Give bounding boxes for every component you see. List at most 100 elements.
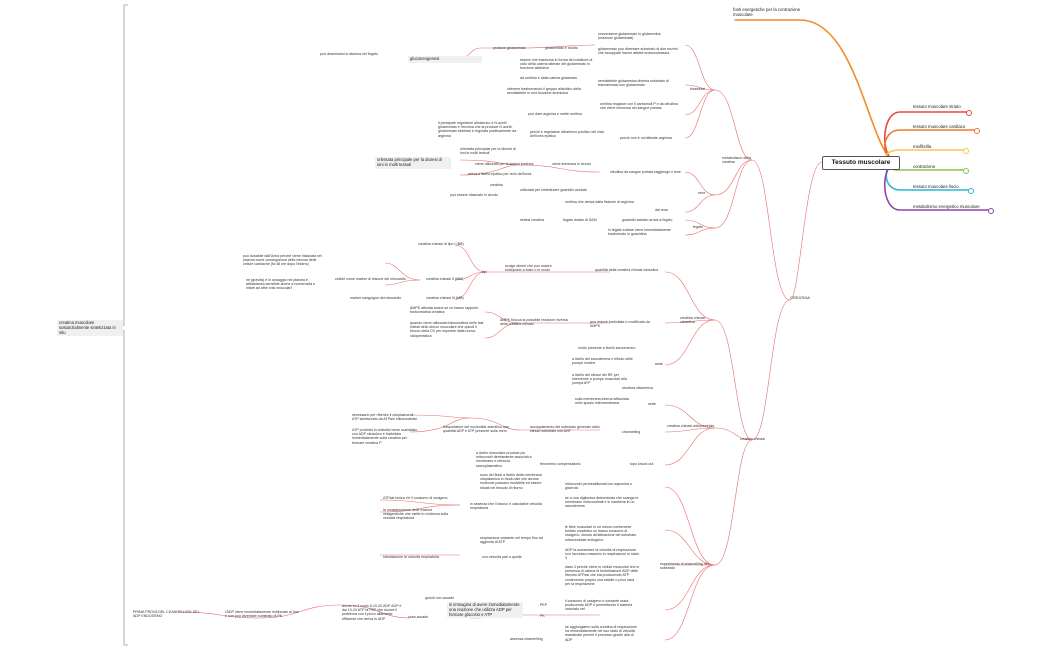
node-circolo[interactable]: viene immessa in circolo: [552, 162, 592, 166]
node-ck-mb[interactable]: creatina chinasi III (MB): [426, 296, 464, 300]
node-topo-knockout[interactable]: topo knock out: [630, 462, 654, 466]
branch-tessuto-striato[interactable]: tessuto muscolare striato: [913, 104, 961, 109]
node-channelling[interactable]: channelling: [622, 430, 641, 434]
node-rilasciato[interactable]: può essere rilasciato in circolo: [450, 193, 499, 197]
node-guanidin[interactable]: utilizzata per sintetizzare guanidin ace…: [520, 188, 587, 192]
node-sarcolemma[interactable]: a livello del sarcolemma e tributo delle…: [572, 357, 633, 366]
node-prima-prova[interactable]: PRIMA PROVA DEL CHANNELLING DEL ADP ENDO…: [133, 610, 200, 619]
node-ampk-attivata[interactable]: AMPK attivata anche se un basso rapporto…: [410, 306, 479, 315]
node-digitonina[interactable]: se a una digitonina determinata che scan…: [565, 496, 639, 509]
node-creatina[interactable]: creatina: [490, 183, 503, 187]
node-dosabile[interactable]: può dosabile dall'Urina perché viene ril…: [243, 254, 322, 267]
node-stato3[interactable]: stato 3 perché viene in cellule muscolar…: [565, 565, 640, 586]
node-esperimento[interactable]: esperimento di channelling del substrato: [660, 562, 709, 571]
node-regolatore-positivo[interactable]: perciò è regolatore allosterico positivo…: [530, 130, 605, 139]
node-assenza-channelling[interactable]: assenza channelling: [510, 637, 543, 641]
node-fosfocreatina[interactable]: quando viene utilizzata fosfocreatina ne…: [410, 321, 484, 338]
node-regolatore-allosterico[interactable]: il principale regolatore allosterico è N…: [438, 121, 517, 138]
branch-contrazione[interactable]: contrazione: [913, 164, 936, 169]
contrazione-end-dot[interactable]: [963, 168, 969, 174]
node-ornitina-catena[interactable]: da ornitina e dalla catena glutamato: [520, 76, 577, 80]
node-ampk-fosforilata[interactable]: può essere fosforilata e modificata da A…: [590, 320, 650, 329]
creatina-node[interactable]: CREATINA: [790, 295, 810, 300]
node-sede-citosolica[interactable]: sede: [655, 362, 663, 366]
node-respirazione-costante[interactable]: respirazione costante nel tempo fino ad …: [480, 536, 543, 545]
node-gluconeogenesi[interactable]: gluconeogenesi: [408, 56, 482, 63]
node-urea-epatico[interactable]: arriva a livello epatico per ciclo dell'…: [468, 172, 532, 176]
node-rene[interactable]: rene: [698, 191, 706, 195]
node-stimolazione[interactable]: stimolazione la velocità respiratoria: [383, 555, 439, 559]
node-consumo-costante[interactable]: il consumo di ossigeno è costante ossia …: [565, 599, 633, 612]
cardiaco-end-dot[interactable]: [974, 128, 980, 134]
left-bracket-label[interactable]: creatina muscolare sostanzialmente sinte…: [57, 320, 123, 337]
node-deaminarsi[interactable]: può deaminarsi in alanina nel fegato: [320, 52, 378, 56]
node-gravita[interactable]: né (gravità) è in dosaggio nel plasma è …: [246, 278, 316, 291]
node-ck-bb[interactable]: creatina chinasi di tipo I (BB): [418, 242, 464, 246]
miofibrilla-end-dot[interactable]: [963, 148, 969, 154]
node-ck-mm[interactable]: creatina chinasi II (MM): [426, 277, 464, 281]
node-mitocondri-associati[interactable]: a livello muscolare produce più mitocond…: [476, 451, 532, 468]
node-rifornire[interactable]: necessario per rifornire il citoplasma d…: [352, 413, 418, 422]
node-arginina-ornitina[interactable]: può dare arginina e mette ornitina: [528, 112, 582, 116]
node-sam[interactable]: fegato dotato di SAM: [563, 218, 597, 222]
branch-metabolismo-energetico[interactable]: metabolismo energetico muscolare: [913, 204, 980, 209]
node-quantita-ck[interactable]: quantità della creatina chinasi citosoli…: [595, 268, 659, 272]
node-ck-citosolica[interactable]: creatina chinasi citosolica: [680, 316, 705, 325]
node-ottamerica[interactable]: struttura ottamerica: [622, 386, 653, 390]
node-glut-ridotto[interactable]: glutammato è ridotto: [545, 46, 578, 50]
node-atp-scambiato[interactable]: ATP prodotto in cristolisi viene scambia…: [352, 428, 418, 445]
node-fissione-arginina[interactable]: ornitina che deriva dalla fissione di ar…: [565, 200, 634, 204]
node-frazioni[interactable]: la considerazione delle frazioni ossigen…: [383, 508, 449, 521]
node-trasportatore[interactable]: trasportatore del nucleotide adenilico u…: [443, 425, 509, 434]
node-conv-glutammina[interactable]: conversione glutammato in glutammina (re…: [598, 32, 661, 41]
node-atpasi-ionica[interactable]: ATPasi ionica c'è il consumo di ossigeno: [383, 496, 448, 500]
node-sede-mito[interactable]: sede: [648, 402, 656, 406]
node-ciclo-urea[interactable]: orlentata principale per la diuresi di i…: [375, 157, 451, 169]
node-ampk-blocca[interactable]: AMPK blocca la possibile reazione invers…: [500, 318, 568, 327]
node-compensatorio[interactable]: fenomeno compensatorio: [540, 462, 581, 466]
node-spazio-intermembrana[interactable]: sulla membrana interna affacciata nello …: [575, 397, 629, 406]
node-metabolismo[interactable]: metabolismo della creatina: [722, 156, 751, 165]
node-permeabilizzati[interactable]: mitocondri permeabilizzati con saponina …: [565, 482, 632, 491]
node-accoppiamento[interactable]: accoppiamento del substrato generato dal…: [530, 425, 600, 434]
node-adp-riutilizzato[interactable]: l'ADP viene immediatamente riutilizzato …: [225, 610, 299, 619]
node-sintesi-proteica[interactable]: viene utilizzata per la sintesi proteica: [475, 162, 534, 166]
node-sarcomerico[interactable]: molto presente a livello sarcomerico: [578, 346, 636, 350]
node-pk[interactable]: PK: [540, 614, 545, 618]
branch-tessuto-cardiaco[interactable]: tessuto muscolare cardiaco: [913, 124, 966, 129]
node-glut-substrato[interactable]: glutammato può diventare substrato di du…: [598, 47, 678, 56]
node-assenza-blocco[interactable]: in assenza che il blocco è calcolabile v…: [470, 502, 542, 511]
node-citrullina-rene[interactable]: citrullina da sangue portata raggiunge i…: [610, 170, 681, 174]
node-semialdeide[interactable]: semialdeide glutammica diventa substrato…: [598, 79, 669, 88]
node-pep[interactable]: PEP: [540, 603, 548, 607]
node-creatina-chinasi[interactable]: creatina chinasi: [740, 437, 765, 441]
node-velocita-pari[interactable]: con velocità pari a quella: [482, 555, 522, 559]
node-marker-lesione[interactable]: cellule come marker di lesione dei mioca…: [335, 277, 406, 281]
node-fibre-muscolari[interactable]: le fibre muscolari in un mezzo contenent…: [565, 525, 637, 542]
node-quindi[interactable]: quindi non accade: [425, 596, 455, 600]
node-re-pompa[interactable]: a livello del citosol del RE per interve…: [572, 373, 627, 386]
node-fegato[interactable]: fegato: [693, 225, 703, 229]
node-dal-rene[interactable]: dal rene: [655, 208, 668, 212]
node-biosintesi[interactable]: biosintesi: [690, 87, 705, 91]
node-cosa-accade[interactable]: cosa accade: [408, 615, 429, 619]
node-dimeri[interactable]: svolge dimeri che può essere sottoposto …: [505, 264, 552, 273]
node-produce-glut[interactable]: produce glutammato: [493, 46, 526, 50]
branch-tessuto-liscio[interactable]: tessuto muscolare liscio: [913, 184, 959, 189]
node-costo-adp[interactable]: anche se il costo 5-10-20 ADP ADP è dai …: [342, 604, 402, 621]
node-tipi[interactable]: tipi: [482, 270, 487, 274]
node-ottenere[interactable]: ottenere trasformando il gruppo aldeidic…: [507, 87, 581, 96]
node-trasforma-cofattore[interactable]: essere che trasforma in forma del cofatt…: [520, 58, 593, 71]
striato-end-dot[interactable]: [966, 110, 972, 116]
branch-miofibrilla[interactable]: miofibrilla: [913, 144, 932, 149]
metabolismo-end-dot[interactable]: [988, 208, 994, 214]
node-aggiungiamo[interactable]: se aggiungiamo sulla creatina di respira…: [565, 625, 637, 642]
node-non-ottimale[interactable]: perciò non è un'ottimale arginina: [620, 136, 672, 140]
node-ornitina-carbamoil[interactable]: ornitina reagisce con il carbamoil P e d…: [600, 102, 678, 111]
node-diuresi[interactable]: orlentata principale per la diuresi di i…: [460, 147, 516, 156]
node-guanidin-fegato[interactable]: guanidin acetato arriva a fegato: [622, 218, 673, 222]
node-sintesi-creatina[interactable]: sintesi creatina: [520, 218, 544, 222]
liscio-end-dot[interactable]: [968, 188, 974, 194]
node-marker-sanguigno[interactable]: marker sanguigno del miocardio: [350, 296, 402, 300]
node-ck-mitocondriale[interactable]: creatina chinasi mitocondriale: [667, 424, 715, 428]
